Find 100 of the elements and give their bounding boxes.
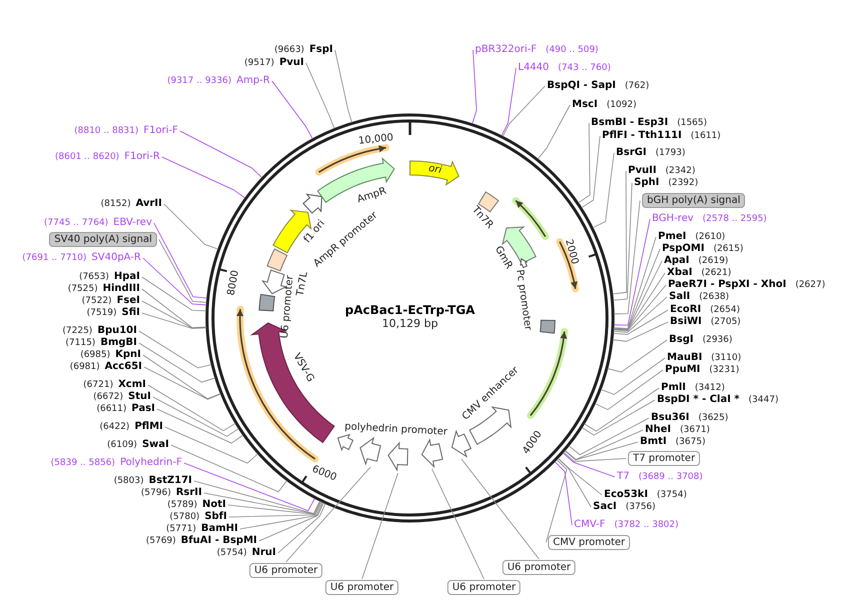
- scale-label: 6000: [310, 464, 338, 484]
- leader-line: [563, 452, 626, 462]
- feature-name: Tn7L: [294, 270, 312, 298]
- leader-line: [613, 218, 650, 326]
- feature-label: CMV promoter: [548, 535, 630, 550]
- position-label: (7522): [82, 295, 112, 307]
- leader-line: [258, 502, 324, 542]
- position-label: (5780): [170, 511, 200, 523]
- feature-name: polyhedrin promoter: [344, 421, 448, 439]
- leader-line: [613, 296, 668, 333]
- leader-line: [180, 130, 262, 178]
- leader-line: [558, 458, 602, 496]
- position-label: (2638): [699, 291, 730, 303]
- feature-name: AmpR: [356, 186, 388, 206]
- position-label: (5839 .. 5856): [50, 457, 116, 469]
- position-label: (2654): [710, 304, 740, 316]
- leader-line: [362, 472, 398, 580]
- promoter-feature: [359, 436, 382, 466]
- enzyme-name: ApaI: [664, 255, 690, 267]
- enzyme-name: BsmBI - Esp3I: [591, 117, 668, 129]
- leader-line: [612, 322, 668, 342]
- position-label: (1611): [690, 130, 721, 142]
- leader-line: [582, 400, 656, 436]
- leader-line: [164, 204, 218, 250]
- position-label: (7653): [79, 271, 109, 283]
- position-label: (3756): [626, 501, 656, 513]
- leader-line: [564, 442, 638, 460]
- leader-line: [278, 503, 326, 554]
- enzyme-name: StuI: [128, 391, 151, 403]
- position-label: (3231): [709, 364, 740, 376]
- leader-line: [334, 50, 352, 123]
- leader-line: [142, 288, 207, 328]
- leader-line: [613, 236, 656, 329]
- leader-line: [537, 104, 570, 160]
- scale-label: 2000: [562, 238, 580, 266]
- primer-name: SV40pA-R: [92, 252, 141, 264]
- enzyme-name: PflMI: [134, 421, 163, 433]
- leader-line: [613, 248, 660, 330]
- leader-line: [158, 239, 207, 303]
- position-label: (7115): [66, 337, 96, 349]
- position-label: (3675): [676, 436, 706, 448]
- promoter-feature: [451, 430, 472, 458]
- primer-name: Polyhedrin-F: [120, 457, 182, 469]
- enzyme-name: PpuMI: [665, 364, 700, 376]
- leader-line: [142, 276, 207, 312]
- leader-line: [162, 156, 246, 198]
- leader-line: [432, 468, 484, 580]
- position-label: (9517): [244, 57, 274, 69]
- enzyme-name: Eco53kI: [604, 489, 648, 501]
- feature-label: bGH poly(A) signal: [642, 193, 746, 208]
- position-label: (7691 .. 7710): [22, 252, 87, 264]
- enzyme-name: SfiI: [122, 307, 140, 319]
- position-label: (2615): [713, 243, 744, 255]
- scale-label: 8000: [226, 269, 242, 297]
- leader-line: [142, 354, 221, 400]
- leader-line: [578, 122, 590, 204]
- enzyme-name: BmgBI: [100, 337, 137, 349]
- feature-name: ori: [427, 163, 442, 178]
- leader-line: [228, 501, 322, 515]
- leader-line: [204, 492, 321, 514]
- position-label: (6422): [100, 421, 130, 433]
- position-label: (8810 .. 8831): [74, 125, 139, 137]
- enzyme-name: XbaI: [667, 267, 692, 279]
- position-label: (6721): [83, 379, 114, 391]
- enzyme-name: FseI: [116, 295, 140, 307]
- position-label: (2936): [702, 334, 732, 346]
- feature-label: SV40 poly(A) signal: [49, 232, 157, 247]
- enzyme-name: NruI: [252, 547, 276, 559]
- enzyme-name: PmlI: [661, 382, 686, 394]
- position-label: (5789): [167, 499, 198, 511]
- leader-line: [138, 342, 216, 383]
- enzyme-name: Bsu36I: [651, 412, 690, 424]
- position-label: (7525): [68, 283, 98, 295]
- primer-name: pBR322ori-F: [475, 44, 537, 56]
- position-label: (9663): [274, 44, 304, 56]
- position-label: (2627): [795, 279, 826, 291]
- enzyme-name: SbfI: [204, 511, 227, 523]
- feature-name: f1 ori: [302, 218, 328, 246]
- enzyme-name: HindIII: [102, 283, 140, 295]
- enzyme-name: PmeI: [658, 231, 686, 243]
- leader-line: [592, 152, 614, 228]
- leader-line: [554, 461, 572, 526]
- leader-line: [502, 86, 546, 137]
- enzyme-name: BamHI: [201, 523, 238, 535]
- enzyme-name: SacI: [593, 501, 617, 513]
- feature-label: U6 promoter: [325, 580, 399, 595]
- primer-name: CMV-F: [574, 519, 606, 531]
- position-label: (3447): [748, 394, 778, 406]
- enzyme-name: EcoRI: [670, 304, 702, 316]
- leader-line: [613, 272, 666, 330]
- enzyme-name: Acc65I: [104, 361, 142, 373]
- feature-label: T7 promoter: [628, 451, 700, 466]
- primer-name: BGH-rev: [652, 213, 694, 225]
- enzyme-name: PvuI: [279, 57, 304, 69]
- position-label: (6611): [96, 403, 127, 415]
- enzyme-name: PflFI - Tth111I: [602, 130, 682, 142]
- leader-line: [558, 458, 592, 508]
- position-label: (3782 .. 3802): [614, 519, 679, 531]
- leader-line: [142, 258, 207, 306]
- position-label: (5796): [141, 487, 171, 499]
